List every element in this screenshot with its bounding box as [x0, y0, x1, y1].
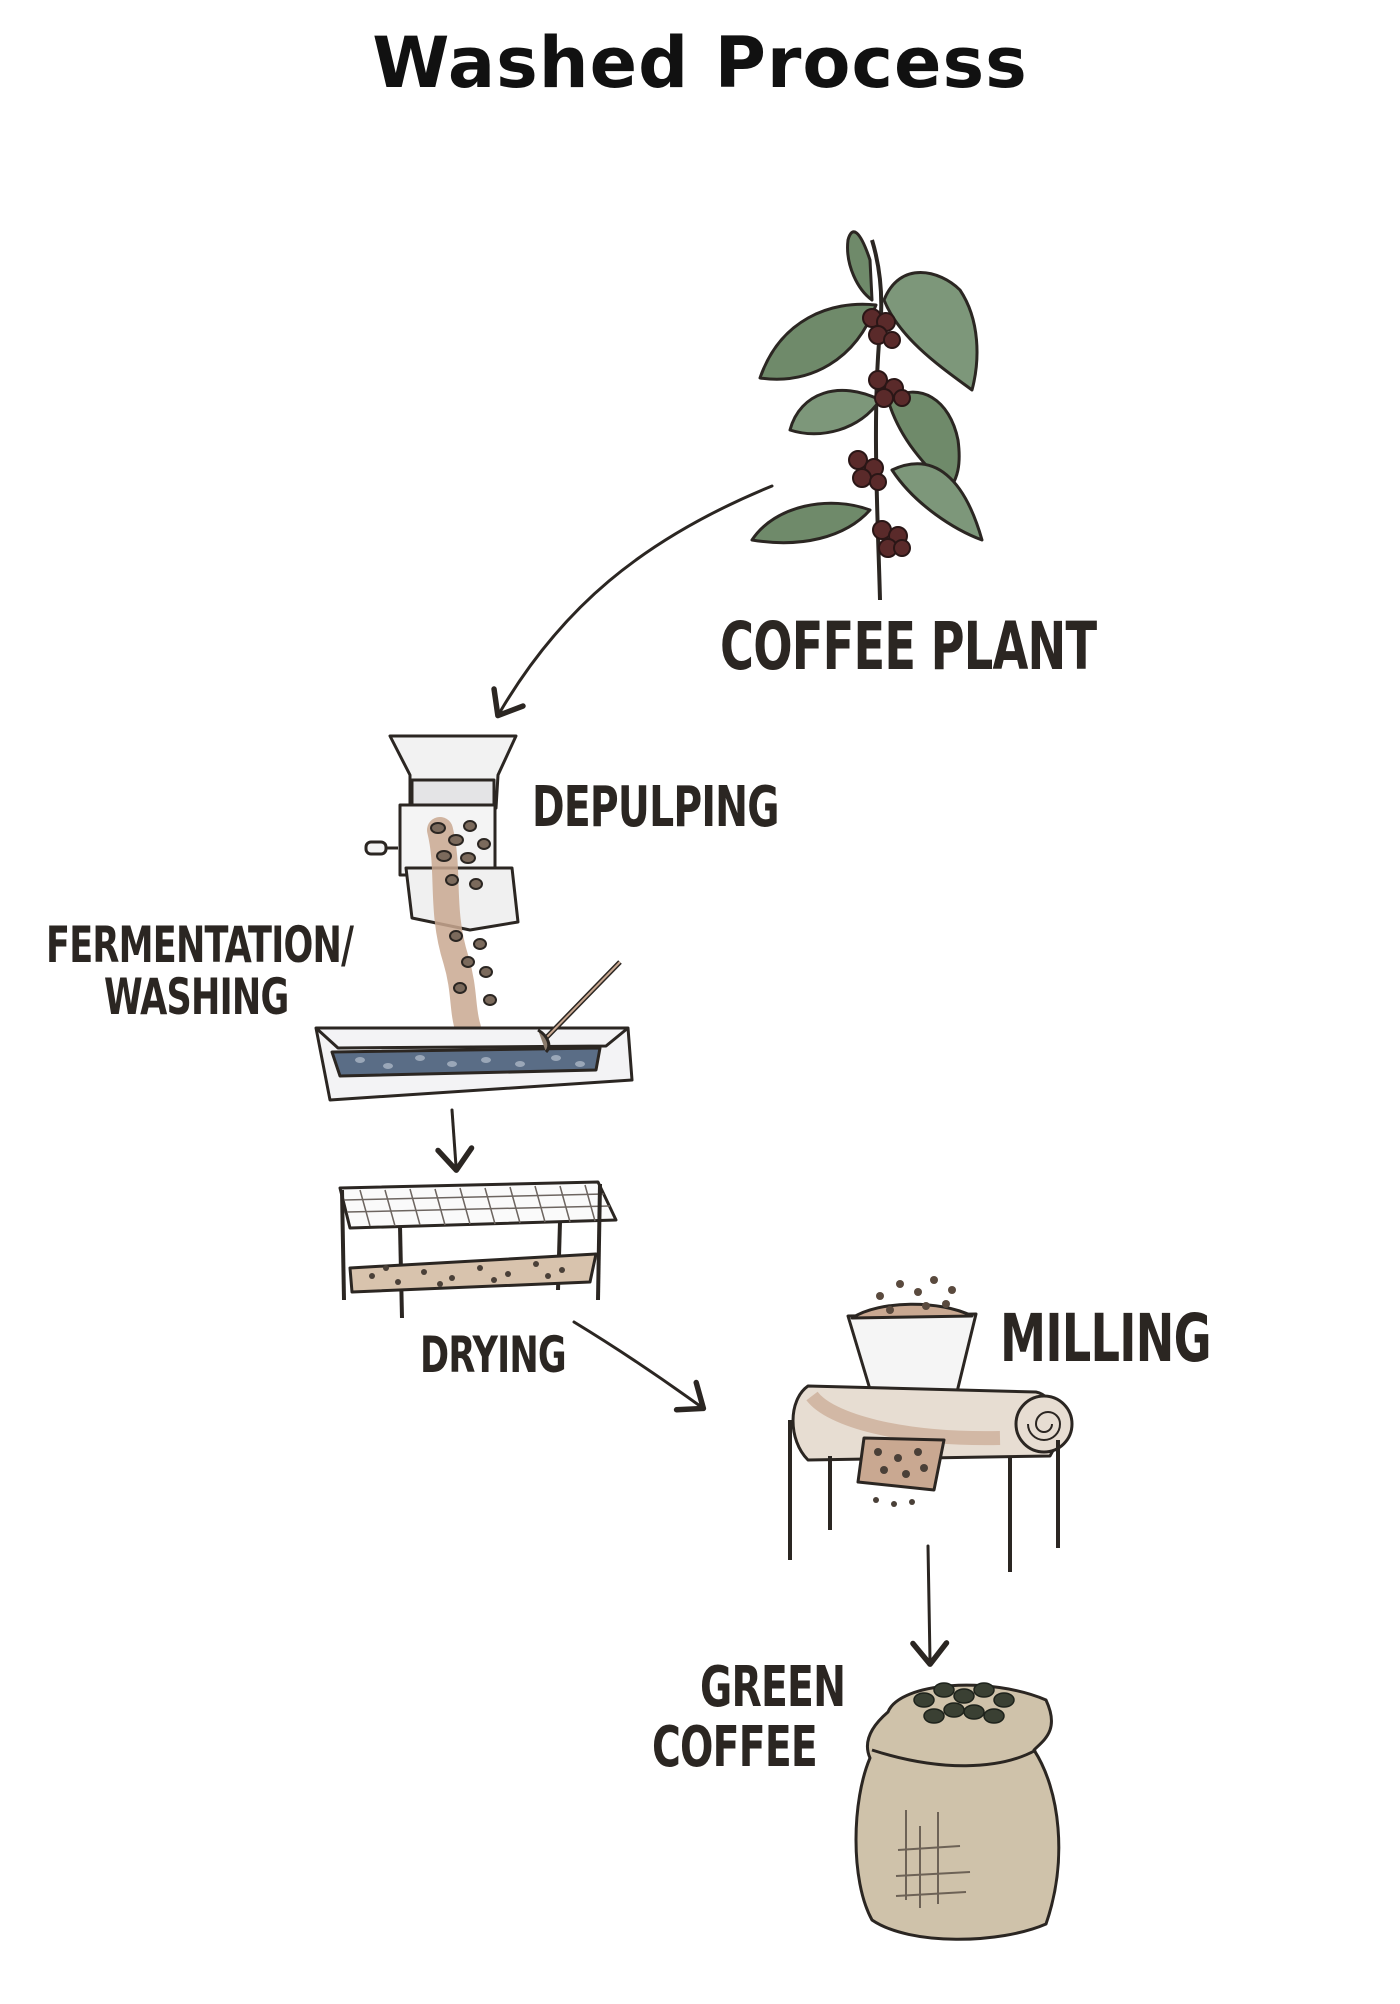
arrow-milling-to-green-coffee — [910, 1544, 950, 1667]
fermentation-tank-illustration — [314, 960, 634, 1102]
drying-rack-illustration — [338, 1180, 618, 1319]
arrow-plant-to-depulping — [491, 484, 774, 719]
arrow-fermentation-to-drying — [435, 1108, 475, 1173]
label-green-coffee-line1: GREEN — [700, 1655, 846, 1720]
label-fermentation-line2: WASHING — [104, 968, 289, 1026]
label-milling: MILLING — [1000, 1300, 1212, 1377]
coffee-plant-illustration — [750, 230, 984, 601]
green-coffee-sack-illustration — [854, 1682, 1061, 1941]
depulping-machine-illustration — [364, 734, 520, 1041]
label-green-coffee-line2: COFFEE — [652, 1715, 818, 1780]
arrow-drying-to-milling — [572, 1320, 707, 1413]
label-depulping: DEPULPING — [532, 775, 780, 840]
milling-machine-illustration — [788, 1276, 1074, 1572]
label-drying: DRYING — [420, 1326, 567, 1384]
label-fermentation-line1: FERMENTATION/ — [46, 916, 354, 974]
page-title: Washed Process — [372, 22, 1028, 104]
label-coffee-plant: COFFEE PLANT — [720, 608, 1097, 685]
